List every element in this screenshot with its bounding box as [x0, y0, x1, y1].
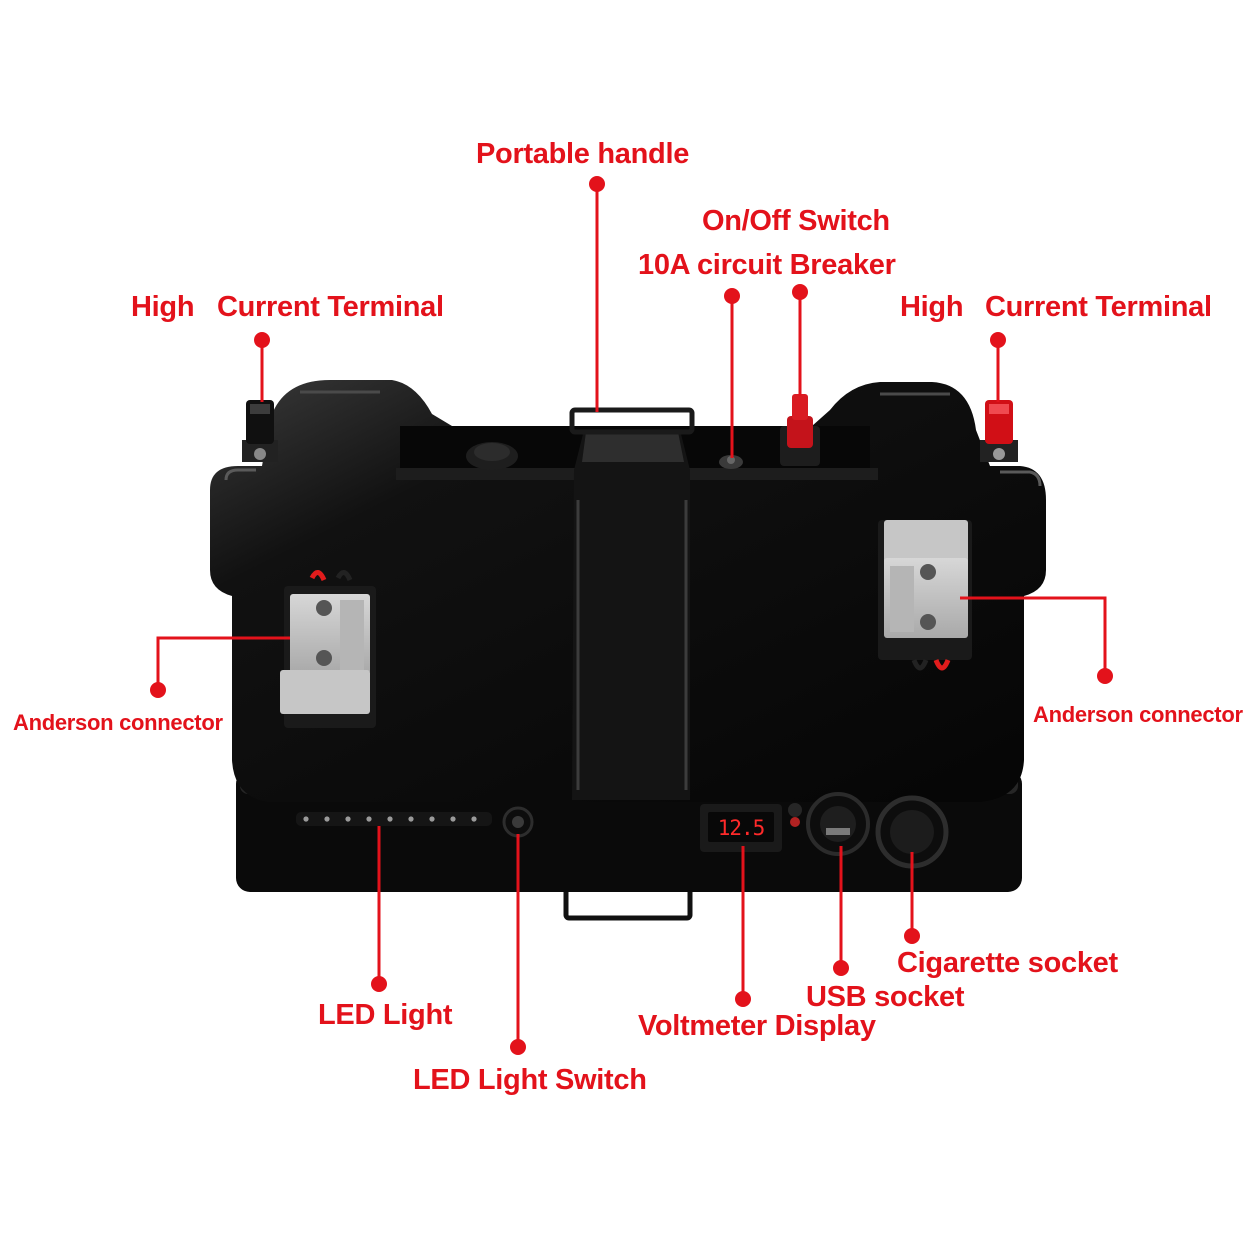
callout-dots [150, 176, 1113, 1055]
top-handle [569, 407, 695, 435]
label-anderson-right: Anderson connector [1033, 702, 1243, 727]
label-led-light-switch: LED Light Switch [413, 1064, 647, 1096]
indicator-button [788, 803, 802, 827]
anderson-connector-left [280, 570, 376, 728]
high-current-terminal-left [242, 400, 278, 462]
on-off-switch [780, 394, 820, 466]
label-high-current-right-b: Current Terminal [985, 291, 1212, 323]
voltmeter-display [700, 804, 782, 852]
label-anderson-left: Anderson connector [13, 710, 223, 735]
led-light-switch [502, 806, 534, 838]
label-led-light: LED Light [318, 999, 453, 1031]
top-cap [466, 442, 518, 470]
label-cigarette-socket: Cigarette socket [897, 947, 1118, 979]
label-high-current-right-a: High [900, 291, 964, 323]
callout-lines [156, 184, 1107, 1046]
box-lid [210, 380, 1046, 802]
label-voltmeter-display: Voltmeter Display [638, 1010, 876, 1042]
label-portable-handle: Portable handle [476, 138, 690, 170]
voltmeter-reading: 12.5 [717, 816, 766, 840]
label-circuit-breaker: 10A circuit Breaker [638, 249, 896, 281]
high-current-terminal-right [980, 400, 1018, 462]
usb-socket [806, 792, 870, 856]
anderson-connector-right [878, 520, 972, 671]
label-high-current-left-b: Current Terminal [217, 291, 444, 323]
label-on-off-switch: On/Off Switch [702, 205, 890, 237]
led-light-strip [296, 812, 492, 826]
label-high-current-left-a: High [131, 291, 195, 323]
label-usb-socket: USB socket [806, 981, 965, 1013]
